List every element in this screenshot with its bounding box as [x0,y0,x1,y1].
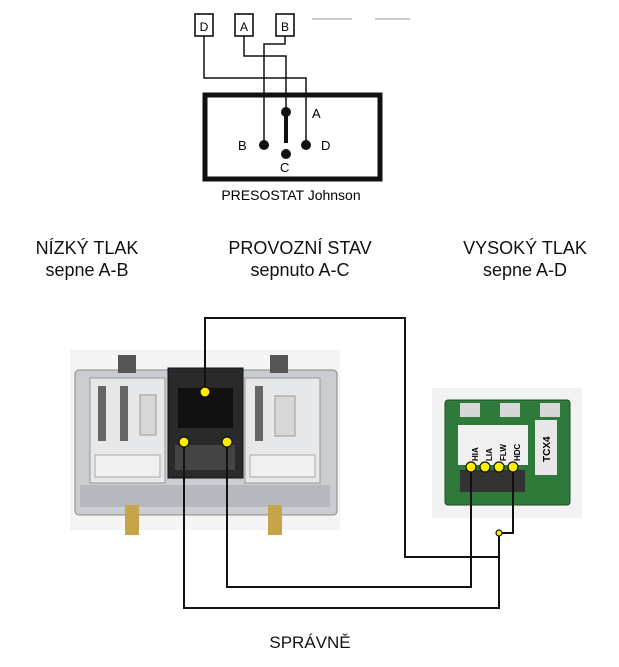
contact-d-dot [301,140,311,150]
connection-wires [183,317,514,609]
device-terminal-d-dot [221,436,233,448]
left-fitting [125,505,139,535]
wire-d [203,36,307,145]
state-high-title: VYSOKÝ TLAK [463,238,587,258]
contact-a-dot [281,107,291,117]
device-terminal-b-dot [178,436,190,448]
contact-c-label: C [280,160,289,175]
state-low-title: NÍZKÝ TLAK [35,238,139,258]
presostat-box [202,92,383,182]
state-operating-title: PROVOZNÍ STAV [228,238,372,258]
state-high-subtitle: sepne A-D [482,260,568,280]
module-pin-lia-dot [479,461,491,473]
state-low-subtitle: sepne A-B [45,260,129,280]
footer-label: SPRÁVNĚ [269,633,351,652]
terminal-dots [178,386,519,537]
tcx4-module: TCX4 HIA LIA FLW HDC [432,388,582,518]
schematic-wires [203,36,307,145]
device-terminal-a-dot [199,386,211,398]
state-low-pressure: NÍZKÝ TLAK sepne A-B [12,237,162,281]
terminal-a: A [234,13,254,37]
contact-a-label: A [312,106,321,121]
wire-a [243,36,287,112]
tcx4-label: TCX4 [542,436,553,462]
schematic: D A B A B D C PRESOSTAT Johnson [194,13,410,203]
pin-label-hia: HIA [471,447,480,461]
contact-b-label: B [238,138,247,153]
wire-device-d-to-lia [226,442,472,588]
terminal-b-label: B [281,20,289,34]
state-operating-subtitle: sepnuto A-C [250,260,350,280]
pin-label-hdc: HDC [513,443,522,461]
right-fitting [268,505,282,535]
state-operating: PROVOZNÍ STAV sepnuto A-C [205,237,395,281]
pin-label-flw: FLW [499,444,508,461]
state-high-pressure: VYSOKÝ TLAK sepne A-D [440,237,610,281]
wire-device-b-to-hia [183,442,514,609]
module-pin-hdc-dot [507,461,519,473]
terminal-a-label: A [240,20,248,34]
contact-b-dot [259,140,269,150]
junction-dot [495,529,503,537]
contact-d-label: D [321,138,330,153]
module-pin-flw-dot [493,461,505,473]
module-pin-hia-dot [465,461,477,473]
terminal-d-label: D [200,20,209,34]
presostat-caption: PRESOSTAT Johnson [221,187,360,203]
pin-label-lia: LIA [485,448,494,461]
wire-b [263,36,286,145]
contact-c-dot [281,149,291,159]
terminal-d: D [194,13,214,37]
terminal-b: B [275,13,295,37]
